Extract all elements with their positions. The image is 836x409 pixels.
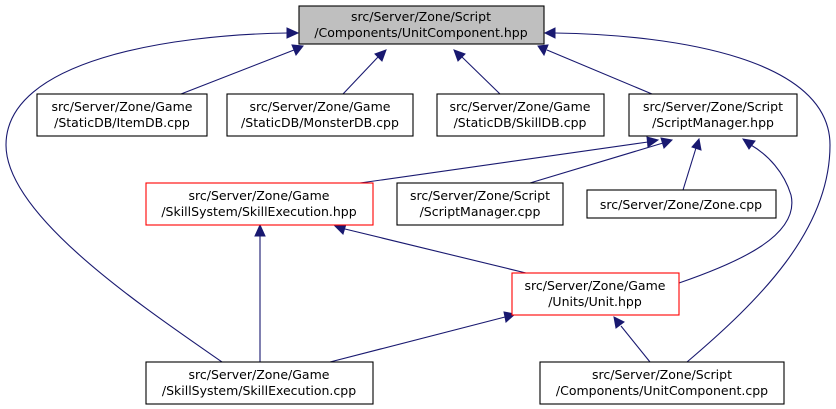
edge-unit-hpp-to-skillexecution-hpp (333, 223, 527, 274)
edge-skillexecution-cpp-to-unitcomponent (5, 27, 300, 363)
node-label-line2: /Components/UnitComponent.hpp (314, 25, 527, 40)
edge-unitcomponent-cpp-to-unitcomponent (543, 27, 831, 363)
node-label-line2: /ScriptManager.cpp (420, 204, 541, 219)
node-label-line2: /StaticDB/SkillDB.cpp (454, 115, 587, 130)
node-label-line2: /Units/Unit.hpp (548, 294, 642, 309)
node-unitcomponent-hpp[interactable]: src/Server/Zone/Script /Components/UnitC… (298, 5, 545, 45)
node-label-line2: /StaticDB/MonsterDB.cpp (241, 115, 399, 130)
node-label-line1: src/Server/Zone/Game (525, 278, 666, 293)
node-zone-cpp[interactable]: src/Server/Zone/Zone.cpp (586, 189, 777, 219)
edge-scriptmanager-cpp-to-scriptmanager-hpp (529, 137, 674, 184)
node-itemdb-cpp[interactable]: src/Server/Zone/Game /StaticDB/ItemDB.cp… (36, 93, 208, 137)
node-label-line1: src/Server/Zone/Game (189, 188, 330, 203)
edge-unitcomponent-cpp-to-unit-hpp (613, 316, 651, 363)
edge-monsterdb-to-unitcomponent (342, 49, 387, 95)
node-label-line1: src/Server/Zone/Game (189, 367, 330, 382)
node-monsterdb-cpp[interactable]: src/Server/Zone/Game /StaticDB/MonsterDB… (226, 93, 414, 137)
node-unit-hpp[interactable]: src/Server/Zone/Game /Units/Unit.hpp (511, 272, 680, 316)
node-label-line2: /SkillSystem/SkillExecution.hpp (161, 204, 356, 219)
graph-edges (5, 27, 831, 363)
graph-nodes: src/Server/Zone/Script /Components/UnitC… (36, 5, 798, 405)
node-label-line2: /SkillSystem/SkillExecution.cpp (162, 383, 356, 398)
node-label-line1: src/Server/Zone/Game (52, 99, 193, 114)
edge-skillexecution-cpp-to-skillexecution-hpp (254, 223, 266, 362)
edge-skilldb-to-unitcomponent (453, 49, 501, 95)
node-label-line2: /Components/UnitComponent.cpp (556, 383, 768, 398)
node-label-line2: /StaticDB/ItemDB.cpp (54, 115, 190, 130)
edge-unit-hpp-to-scriptmanager-hpp (678, 138, 793, 284)
node-label-line1: src/Server/Zone/Game (450, 99, 591, 114)
edge-scriptmanager-hpp-to-unitcomponent (537, 44, 653, 95)
node-label-line1: src/Server/Zone/Script (351, 9, 491, 24)
node-unitcomponent-cpp[interactable]: src/Server/Zone/Script /Components/UnitC… (539, 361, 785, 405)
node-label-line1: src/Server/Zone/Script (410, 188, 550, 203)
edge-skillexecution-cpp-to-unit-hpp (329, 311, 517, 363)
node-label-line1: src/Server/Zone/Game (250, 99, 391, 114)
node-scriptmanager-cpp[interactable]: src/Server/Zone/Script /ScriptManager.cp… (396, 182, 564, 226)
edge-zone-cpp-to-scriptmanager-hpp (682, 137, 702, 191)
node-skillexecution-cpp[interactable]: src/Server/Zone/Game /SkillSystem/SkillE… (145, 361, 374, 405)
node-skillexecution-hpp[interactable]: src/Server/Zone/Game /SkillSystem/SkillE… (145, 182, 374, 226)
node-label-line1: src/Server/Zone/Script (592, 367, 732, 382)
node-skilldb-cpp[interactable]: src/Server/Zone/Game /StaticDB/SkillDB.c… (436, 93, 605, 137)
edge-itemdb-to-unitcomponent (180, 44, 304, 95)
node-label-line2: /ScriptManager.hpp (652, 115, 774, 130)
edge-skillexecution-hpp-to-scriptmanager-hpp (359, 136, 660, 184)
node-label-line1: src/Server/Zone/Script (643, 99, 783, 114)
node-scriptmanager-hpp[interactable]: src/Server/Zone/Script /ScriptManager.hp… (628, 93, 798, 137)
node-label-line1: src/Server/Zone/Zone.cpp (600, 197, 762, 212)
